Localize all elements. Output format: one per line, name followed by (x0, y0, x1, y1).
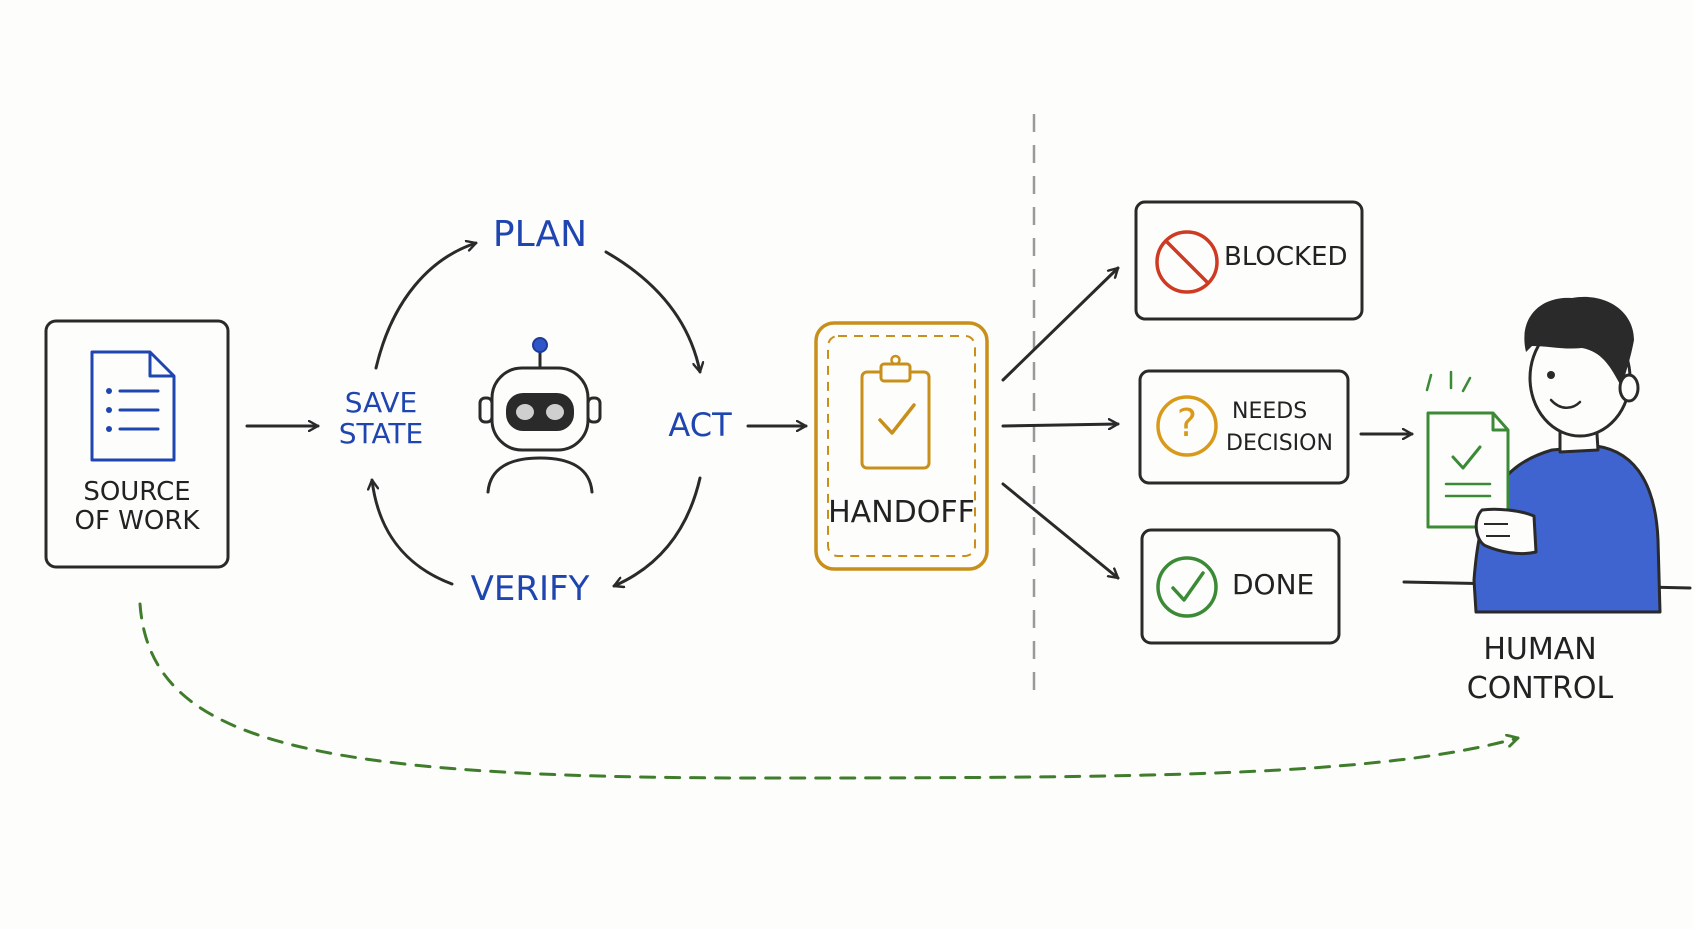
act-label: ACT (668, 406, 732, 444)
question-icon (1156, 395, 1218, 457)
done-label: DONE (1232, 568, 1315, 601)
save-state-line2: STATE (338, 417, 424, 451)
robot-icon (478, 337, 602, 494)
source-label-line2: OF WORK (74, 506, 200, 537)
hand-icon (1474, 507, 1538, 556)
blocked-card (1134, 200, 1364, 321)
check-circle-icon (1156, 556, 1218, 618)
arrow-handoff-to-done (1001, 482, 1120, 580)
verify-label: VERIFY (470, 569, 590, 609)
source-label-line1: SOURCE (83, 477, 191, 507)
person-icon (1402, 296, 1692, 614)
approved-document-icon (1425, 370, 1510, 529)
question-mark: ? (1176, 401, 1198, 445)
return-path-arrow (138, 602, 1520, 780)
human-control-line2: CONTROL (1466, 671, 1614, 706)
arrow-handoff-to-needs-decision (1001, 424, 1120, 426)
loop-arrow-save-to-plan (374, 243, 478, 370)
source-of-work-label: SOURCE OF WORK (52, 477, 222, 537)
human-control-label: HUMAN CONTROL (1450, 630, 1630, 708)
save-state-line1: SAVE (344, 386, 418, 419)
save-state-label: SAVE STATE (326, 387, 436, 450)
done-card (1140, 528, 1341, 645)
loop-arrow-act-to-verify (612, 476, 702, 586)
arrow-handoff-to-blocked (1001, 266, 1120, 382)
handoff-card (814, 321, 989, 571)
needs-decision-card (1138, 369, 1350, 485)
source-of-work-card (44, 319, 230, 569)
plan-label: PLAN (492, 214, 588, 255)
agent-loop (372, 243, 700, 586)
loop-arrow-plan-to-act (604, 250, 700, 374)
needs-decision-line1: NEEDS (1232, 399, 1308, 424)
prohibited-icon (1155, 230, 1219, 294)
human-control-line1: HUMAN (1483, 632, 1597, 667)
needs-decision-line2: DECISION (1226, 430, 1333, 456)
handoff-label: HANDOFF (828, 495, 975, 530)
clipboard-check-icon (860, 354, 931, 470)
document-icon (90, 350, 176, 462)
blocked-label: BLOCKED (1224, 242, 1348, 272)
needs-decision-label: NEEDS DECISION (1226, 396, 1344, 460)
loop-arrow-verify-to-save (372, 478, 454, 586)
